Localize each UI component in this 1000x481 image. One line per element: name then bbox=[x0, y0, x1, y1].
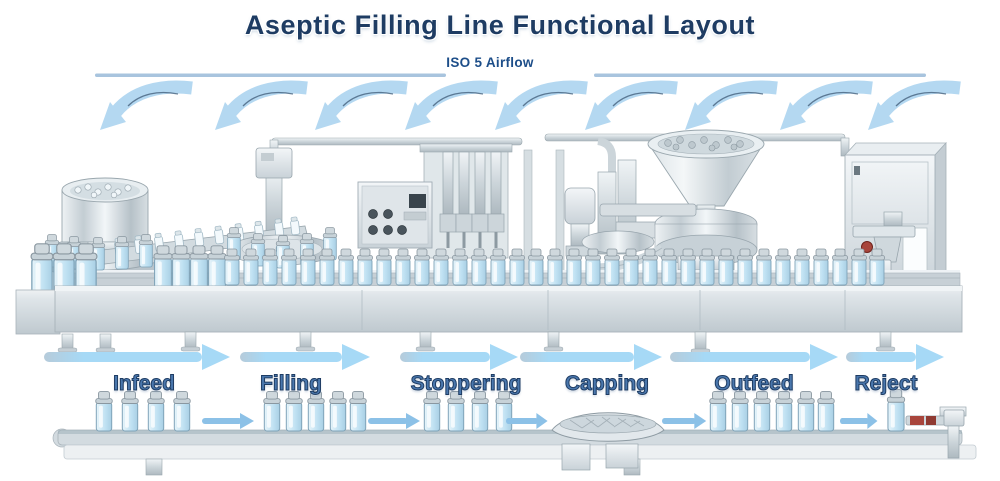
airflow-arrow-icon bbox=[495, 87, 587, 130]
airflow-arrow-icon bbox=[315, 87, 407, 130]
iso5-airflow-zone bbox=[95, 73, 960, 131]
outfeed-reject-cabinet bbox=[844, 141, 947, 292]
airflow-arrow-icon bbox=[585, 87, 677, 130]
airflow-arrow-icon bbox=[405, 87, 497, 130]
flow-arrow-filling bbox=[240, 344, 370, 370]
table-legs bbox=[57, 331, 896, 354]
stage-label-capping: Capping bbox=[565, 372, 650, 396]
stage-label-stoppering: Stoppering bbox=[410, 372, 522, 396]
airflow-line-left bbox=[95, 73, 446, 77]
stage-label-outfeed: Outfeed bbox=[714, 372, 794, 396]
stage-label-infeed: Infeed bbox=[113, 372, 176, 396]
bottom-vial-group-1 bbox=[95, 390, 191, 432]
reject-knob bbox=[861, 241, 873, 253]
airflow-arrow-row bbox=[100, 87, 960, 130]
flow-arrow-outfeed bbox=[670, 344, 838, 370]
airflow-arrow-icon bbox=[685, 87, 777, 130]
cap-tray-texture bbox=[569, 416, 645, 429]
stage-label-reject: Reject bbox=[854, 372, 918, 396]
conveyor-arrow-icon bbox=[662, 413, 707, 429]
bottom-vial-group-4 bbox=[709, 390, 835, 432]
flow-arrow-capping bbox=[520, 344, 662, 370]
conveyor-arrow-icon bbox=[202, 413, 254, 429]
stage-label-filling: Filling bbox=[260, 372, 323, 396]
bottom-conveyor bbox=[52, 389, 977, 476]
cap-tray bbox=[551, 412, 665, 471]
diagram-title: Aseptic Filling Line Functional Layout bbox=[244, 10, 756, 40]
conveyor-arrow-icon bbox=[506, 413, 548, 429]
stoppering-station bbox=[564, 171, 697, 257]
airflow-arrow-icon bbox=[100, 87, 192, 130]
process-piping bbox=[269, 133, 850, 273]
flow-arrow-stoppering bbox=[400, 344, 518, 370]
panel-buttons bbox=[368, 209, 407, 235]
airflow-arrow-icon bbox=[780, 87, 872, 130]
caps-in-bowl bbox=[664, 136, 744, 152]
iso5-airflow-label: ISO 5 Airflow bbox=[446, 55, 534, 70]
airflow-arrow-icon bbox=[215, 87, 307, 130]
conveyor-arrow-icon bbox=[840, 413, 878, 429]
machine-table bbox=[15, 285, 963, 354]
reject-pusher bbox=[905, 406, 967, 459]
stage-flow-arrows bbox=[44, 344, 944, 370]
filling-station bbox=[357, 143, 513, 259]
panel-display bbox=[409, 194, 426, 208]
flow-arrow-reject bbox=[846, 344, 944, 370]
flow-arrow-infeed bbox=[44, 344, 230, 370]
airflow-line-right bbox=[594, 73, 926, 77]
vials-in-bowl bbox=[74, 183, 132, 199]
control-panel bbox=[357, 181, 433, 249]
inspection-arm bbox=[852, 225, 916, 238]
bottom-vial-group-2 bbox=[263, 390, 367, 432]
bottom-vial-group-3 bbox=[423, 390, 513, 432]
airflow-arrow-icon bbox=[868, 87, 960, 130]
filling-nozzles bbox=[439, 151, 505, 248]
conveyor-arrow-icon bbox=[368, 413, 420, 429]
